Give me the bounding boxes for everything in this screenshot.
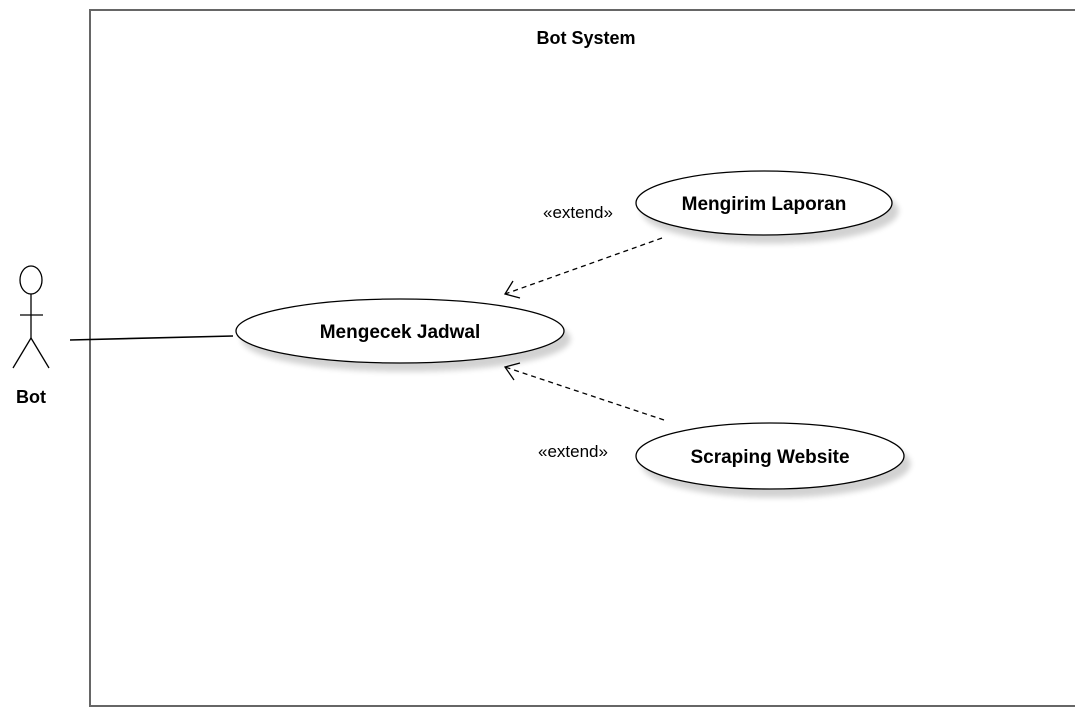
arrowhead-icon bbox=[503, 280, 521, 299]
usecase-label: Mengecek Jadwal bbox=[320, 322, 481, 343]
arrowhead-icon bbox=[503, 362, 521, 381]
extend-scraping-relation: «extend» bbox=[503, 362, 665, 461]
usecase-mengirim-laporan[interactable]: Mengirim Laporan bbox=[635, 170, 893, 236]
extend-report-relation: «extend» bbox=[503, 203, 663, 299]
extend-report-label: «extend» bbox=[543, 203, 613, 222]
stick-figure-icon bbox=[12, 265, 50, 369]
usecase-label: Scraping Website bbox=[690, 447, 849, 468]
system-boundary-box bbox=[89, 9, 1075, 707]
system-title: Bot System bbox=[536, 28, 635, 48]
usecase-label: Mengirim Laporan bbox=[682, 194, 847, 215]
association-line bbox=[69, 335, 234, 341]
extend-report-line bbox=[504, 237, 663, 295]
actor-label: Bot bbox=[16, 387, 46, 407]
usecase-scraping-website[interactable]: Scraping Website bbox=[635, 422, 905, 490]
extend-scraping-label: «extend» bbox=[538, 442, 608, 461]
usecase-mengecek-jadwal[interactable]: Mengecek Jadwal bbox=[235, 298, 565, 364]
actor-bot[interactable]: Bot bbox=[12, 265, 50, 407]
system-boundary: Bot System bbox=[89, 9, 1075, 707]
extend-scraping-line bbox=[504, 366, 665, 421]
